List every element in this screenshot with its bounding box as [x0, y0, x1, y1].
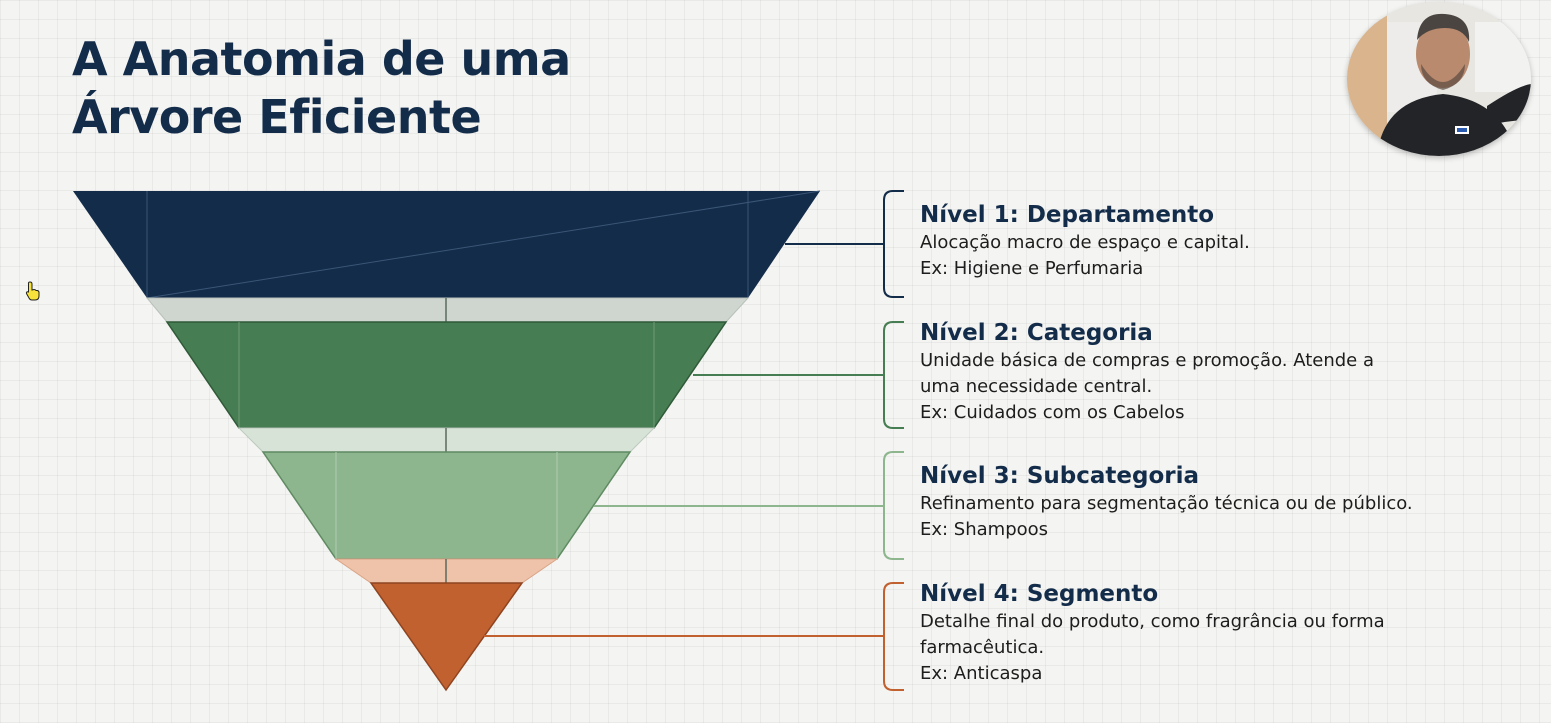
slide-title-line-1: A Anatomia de uma [72, 32, 571, 86]
level-2-text: Nível 2: Categoria Unidade básica de com… [920, 318, 1520, 426]
funnel-level-2 [145, 297, 750, 429]
level-4-title: Nível 4: Segmento [920, 581, 1159, 607]
level-1-title: Nível 1: Departamento [920, 202, 1215, 228]
bracket-level-4 [883, 582, 904, 691]
level-2-description: Unidade básica de compras e promoção. At… [920, 348, 1520, 426]
level-3-text: Nível 3: Subcategoria Refinamento para s… [920, 461, 1520, 543]
level-1-description: Alocação macro de espaço e capital. Ex: … [920, 230, 1520, 282]
funnel-level-4 [334, 558, 559, 692]
presenter-webcam [1347, 2, 1531, 156]
bracket-level-3 [883, 451, 904, 560]
level-2-description-line: uma necessidade central. [920, 376, 1153, 397]
level-2-description-line: Unidade básica de compras e promoção. At… [920, 350, 1375, 371]
funnel-level-3 [237, 427, 656, 560]
level-4-description-line: Detalhe final do produto, como fragrânci… [920, 611, 1385, 632]
slide-title: A Anatomia de uma Árvore Eficiente [72, 30, 571, 146]
funnel-level-1-shape [73, 191, 820, 298]
level-4-example: Ex: Anticaspa [920, 663, 1043, 684]
level-3-title: Nível 3: Subcategoria [920, 463, 1199, 489]
level-2-example: Ex: Cuidados com os Cabelos [920, 402, 1185, 423]
funnel-level-1-facet [146, 190, 821, 299]
level-4-description-line: farmacêutica. [920, 637, 1045, 658]
bracket-level-1 [883, 190, 904, 298]
level-3-description-line: Refinamento para segmentação técnica ou … [920, 493, 1413, 514]
level-1-text: Nível 1: Departamento Alocação macro de … [920, 200, 1520, 282]
slide-title-line-2: Árvore Eficiente [72, 90, 482, 144]
level-2-title: Nível 2: Categoria [920, 320, 1153, 346]
presenter-avatar-icon [1347, 2, 1531, 156]
level-3-example: Ex: Shampoos [920, 519, 1049, 540]
funnel-level-1 [73, 190, 821, 299]
level-1-example: Ex: Higiene e Perfumaria [920, 258, 1144, 279]
funnel-level-2-shape [165, 321, 728, 429]
funnel-level-2-top-face [145, 297, 750, 323]
bracket-level-2 [883, 321, 904, 429]
hand-pointer-icon [25, 281, 40, 301]
level-1-description-line: Alocação macro de espaço e capital. [920, 232, 1250, 253]
level-4-text: Nível 4: Segmento Detalhe final do produ… [920, 579, 1520, 687]
level-3-description: Refinamento para segmentação técnica ou … [920, 491, 1520, 543]
level-4-description: Detalhe final do produto, como fragrânci… [920, 609, 1520, 687]
funnel-level-3-shape [261, 451, 632, 560]
